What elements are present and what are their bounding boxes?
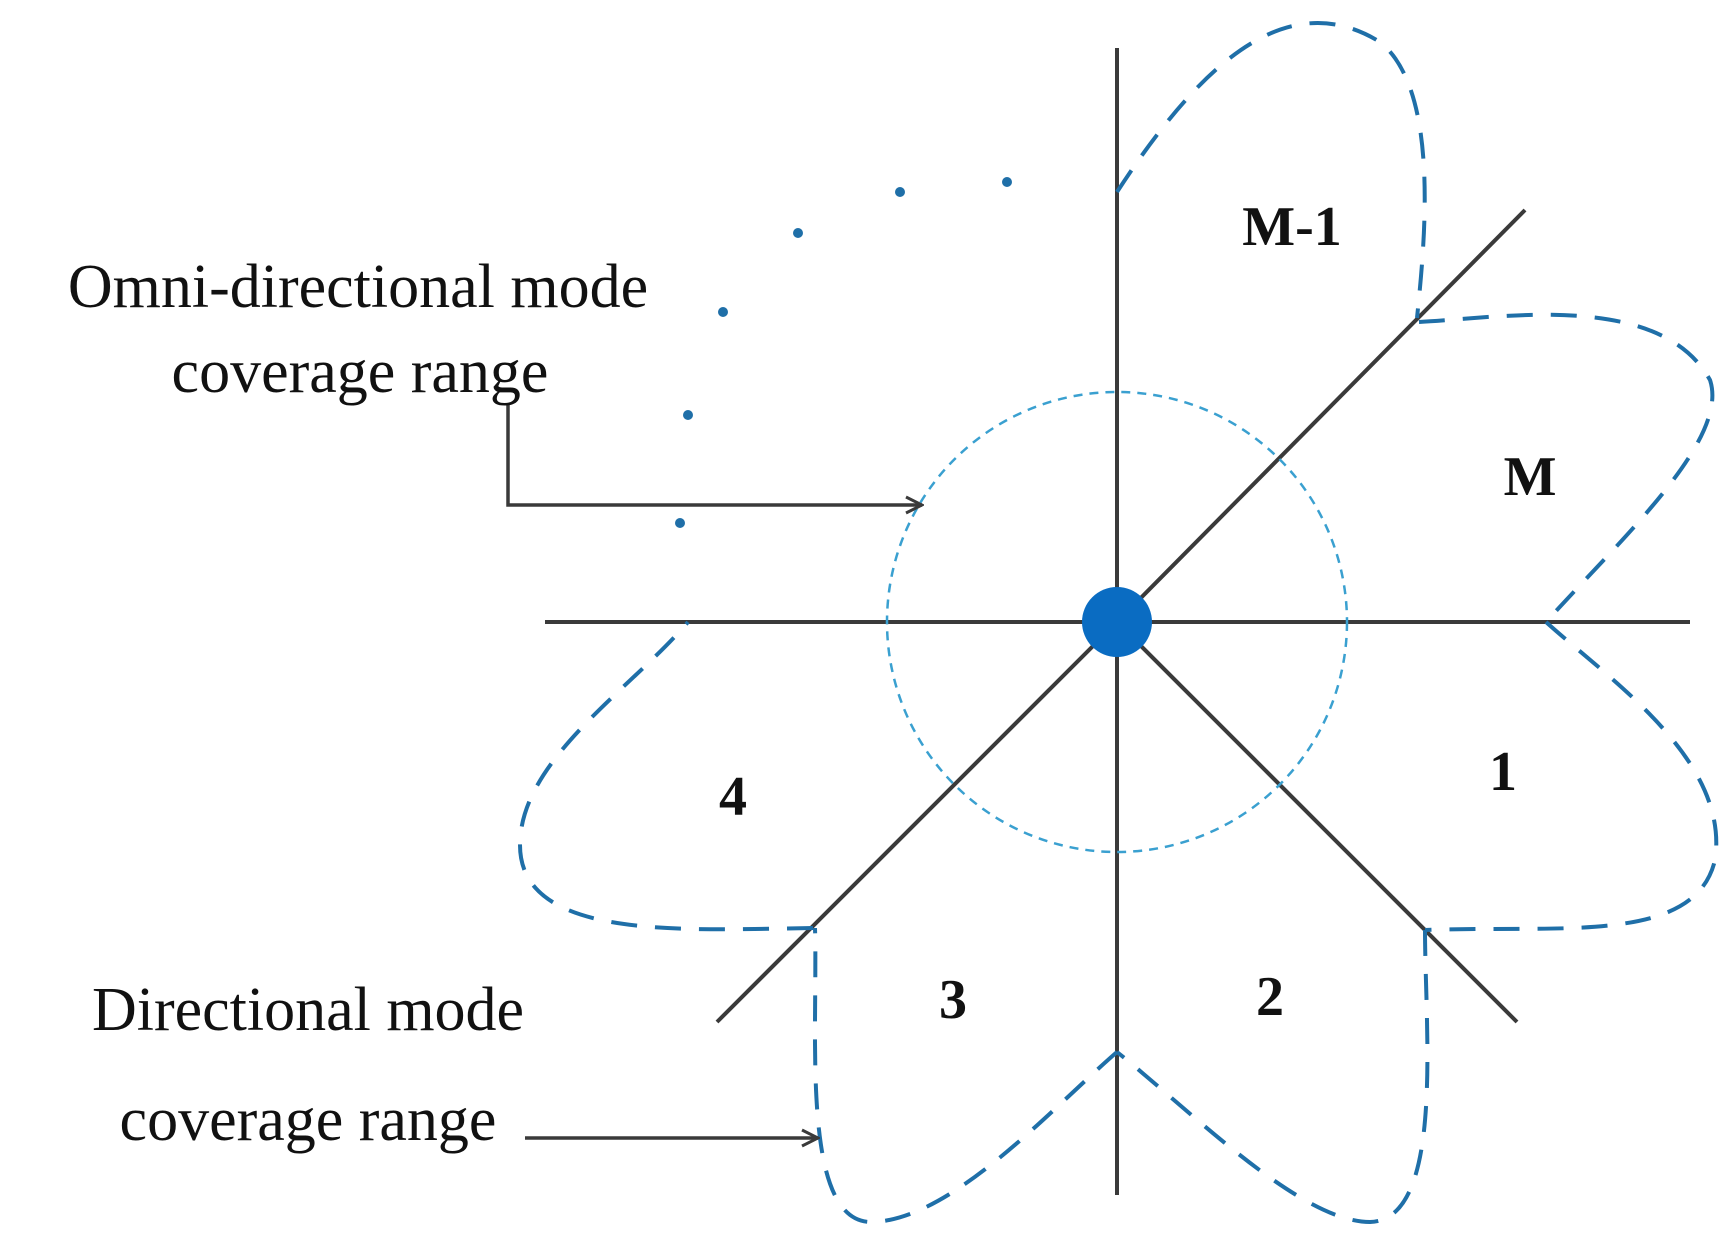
sector-label-1: 1	[1489, 741, 1517, 803]
directional-caption-line1: Directional mode	[92, 976, 524, 1044]
sector-label-2: 2	[1256, 966, 1284, 1028]
sector-label-3: 3	[939, 969, 967, 1031]
beam-lobe-3	[812, 927, 1119, 1225]
beam-lobe-1	[1424, 620, 1719, 932]
directional-beams	[517, 21, 1719, 1225]
boundary-line-lower-left	[715, 620, 1119, 1024]
omni-caption-line1: Omni-directional mode	[68, 253, 648, 321]
boundary-line-lower-right	[1115, 620, 1519, 1024]
beam-lobe-4	[517, 620, 814, 932]
sector-label-m-1: M-1	[1242, 196, 1342, 258]
omitted-sectors-dots	[675, 177, 1012, 528]
omni-caption-line2: coverage range	[172, 338, 549, 406]
beam-lobe-2	[1115, 929, 1430, 1225]
directional-caption-line2: coverage range	[120, 1086, 497, 1154]
boundary-line-upper-right	[1115, 208, 1527, 624]
sector-label-m: M	[1504, 446, 1557, 508]
sector-label-4: 4	[719, 766, 747, 828]
antenna-node-icon	[1082, 587, 1152, 657]
beam-lobe-m	[1418, 312, 1715, 624]
omni-arrow-icon	[506, 405, 922, 505]
omni-coverage-circle	[885, 390, 1349, 854]
beam-lobe-m-1	[1115, 21, 1427, 319]
